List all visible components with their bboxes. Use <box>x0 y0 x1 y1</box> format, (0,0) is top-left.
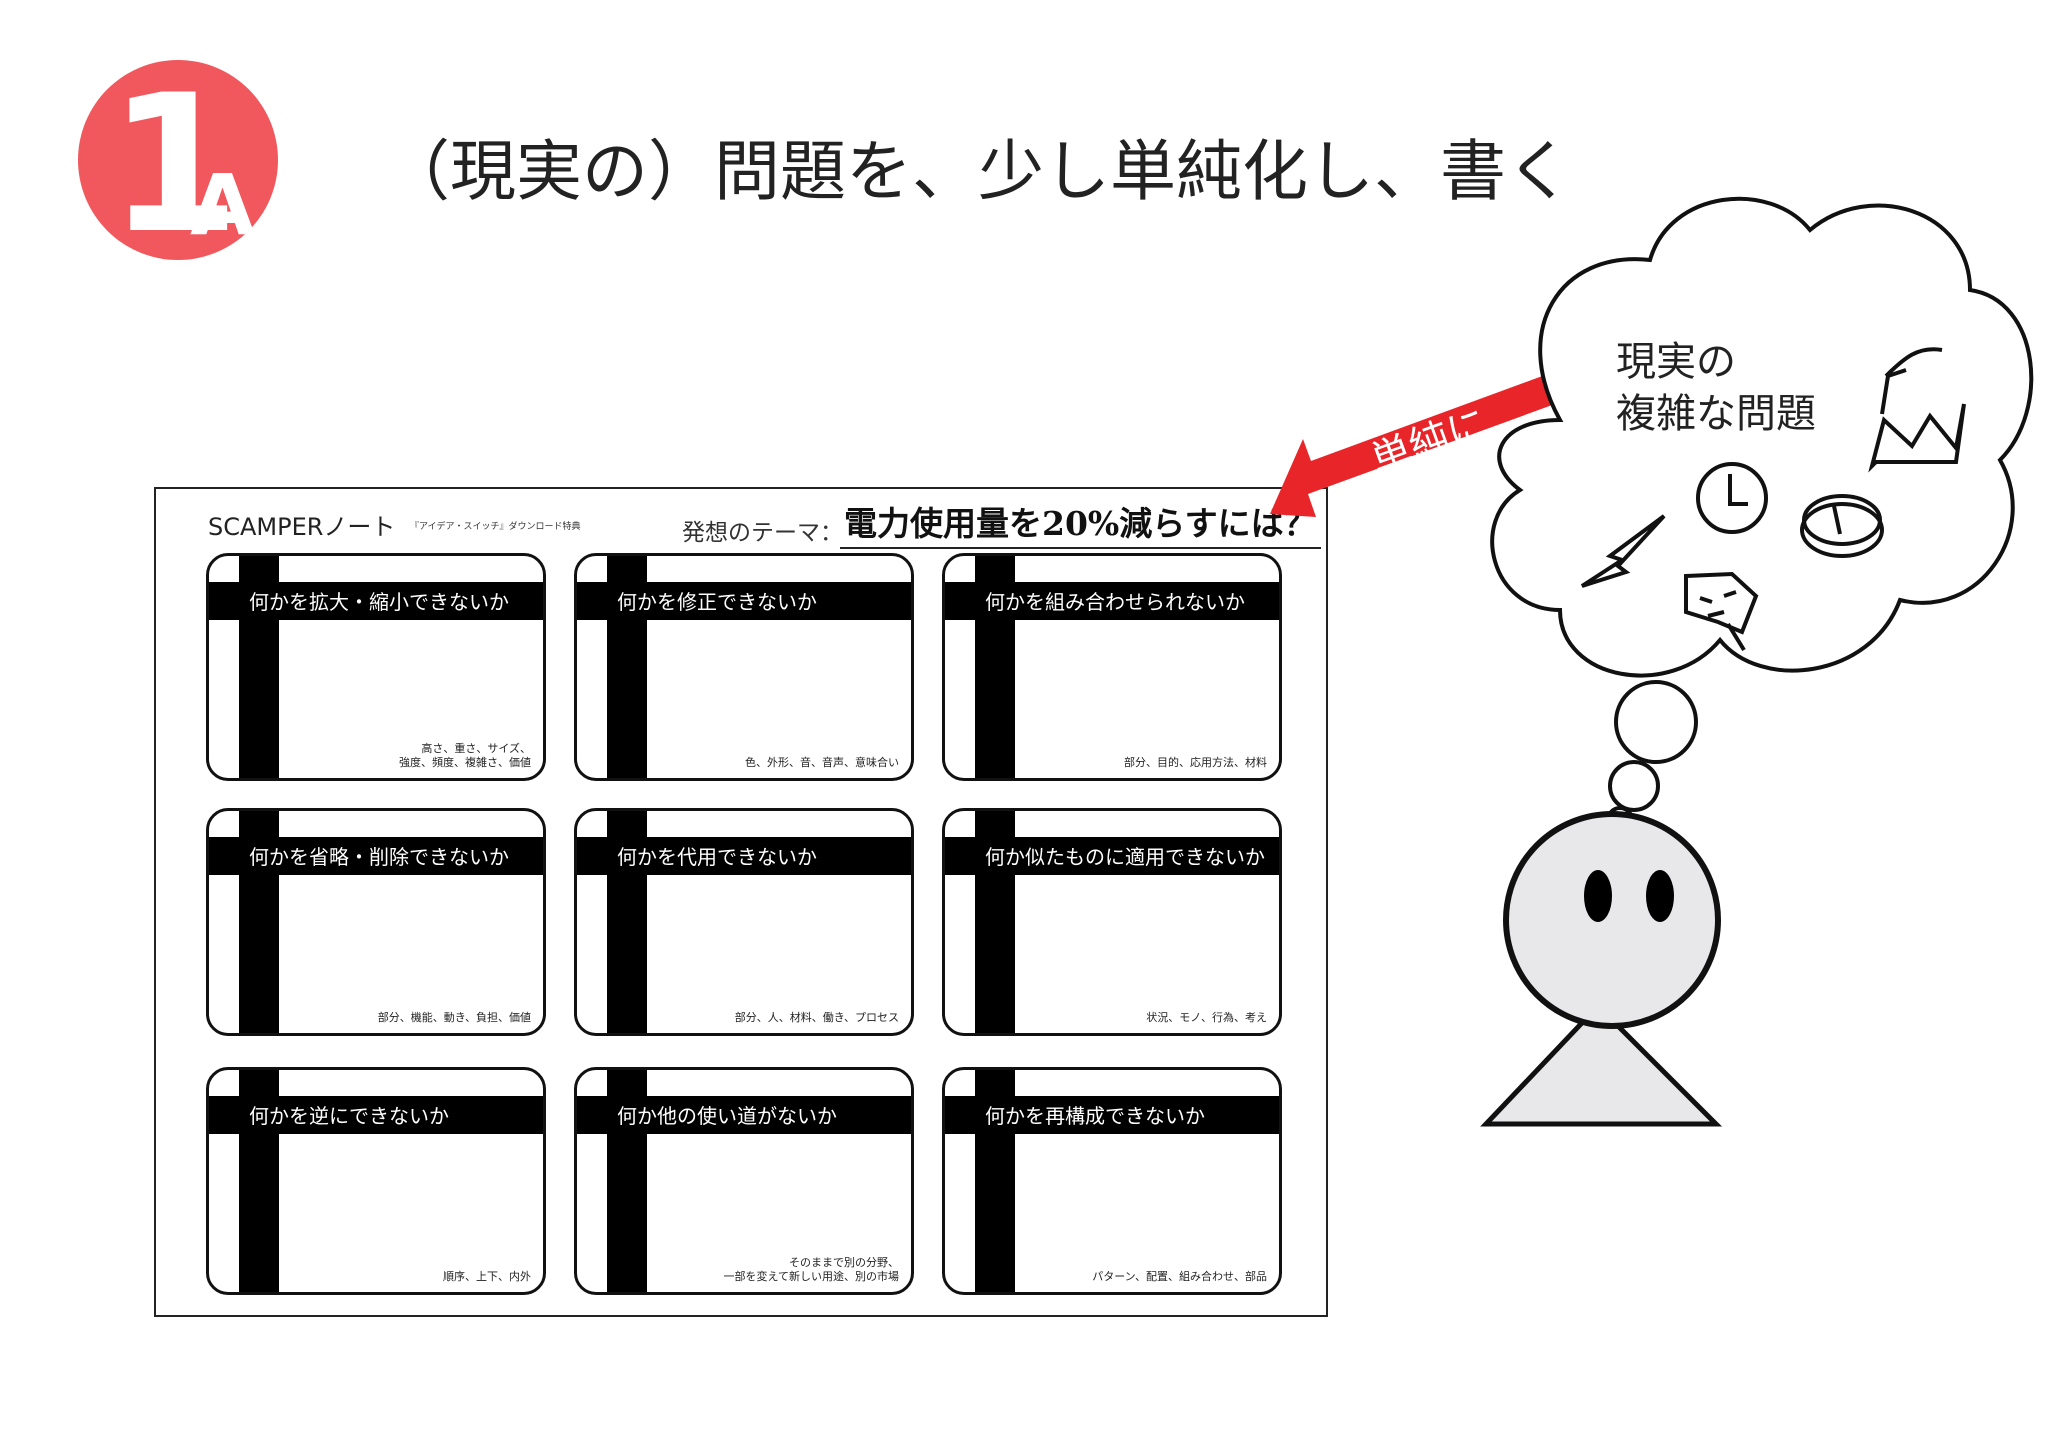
scamper-sheet: SCAMPERノート 『アイデア・スイッチ』ダウンロード特典 発想のテーマ： 電… <box>154 487 1328 1317</box>
card-substitute: 何かを代用できないか 部分、人、材料、働き、プロセス <box>574 808 914 1036</box>
cloud-line-1: 現実の <box>1616 339 1736 385</box>
card-hint: 部分、目的、応用方法、材料 <box>1124 756 1267 769</box>
theme-label: 発想のテーマ： <box>682 520 843 546</box>
person-figure <box>1480 811 1723 1127</box>
angry-face-icon <box>1684 571 1759 652</box>
card-heading: 何か他の使い道がないか <box>617 1104 837 1128</box>
card-heading: 何かを再構成できないか <box>985 1104 1205 1128</box>
card-modify: 何かを修正できないか 色、外形、音、音声、意味合い <box>574 553 914 781</box>
card-heading: 何かを省略・削除できないか <box>249 845 509 869</box>
card-heading: 何かを組み合わせられないか <box>985 590 1245 614</box>
step-badge: 1 A <box>78 54 278 275</box>
card-combine: 何かを組み合わせられないか 部分、目的、応用方法、材料 <box>942 553 1282 781</box>
card-hint: パターン、配置、組み合わせ、部品 <box>1092 1270 1267 1283</box>
sheet-title: SCAMPERノート <box>208 513 396 541</box>
factory-icon <box>1868 347 1966 473</box>
card-heading: 何かを代用できないか <box>617 845 817 869</box>
card-reverse: 何かを逆にできないか 順序、上下、内外 <box>206 1067 546 1295</box>
card-heading: 何か似たものに適用できないか <box>985 845 1265 869</box>
step-number: 1 <box>108 54 240 275</box>
card-magnify-minify: 何かを拡大・縮小できないか 高さ、重さ、サイズ、 強度、頻度、複雑さ、価値 <box>206 553 546 781</box>
card-hint: 順序、上下、内外 <box>443 1270 531 1283</box>
slide-title: （現実の）問題を、少し単純化し、書く <box>384 133 1572 210</box>
sheet-subtitle: 『アイデア・スイッチ』ダウンロード特典 <box>410 522 581 532</box>
card-hint: 状況、モノ、行為、考え <box>1146 1011 1267 1024</box>
cloud-line-2: 複雑な問題 <box>1616 391 1816 437</box>
cloud-text: 現実の 複雑な問題 <box>1616 336 1816 440</box>
simplify-arrow <box>1270 371 1566 517</box>
card-hint: 部分、人、材料、働き、プロセス <box>734 1011 899 1024</box>
card-hint: そのままで別の分野、 一部を変えて新しい用途、別の市場 <box>723 1256 899 1283</box>
card-rearrange: 何かを再構成できないか パターン、配置、組み合わせ、部品 <box>942 1067 1282 1295</box>
step-letter: A <box>190 156 256 254</box>
card-hint: 高さ、重さ、サイズ、 強度、頻度、複雑さ、価値 <box>399 742 531 769</box>
card-heading: 何かを逆にできないか <box>249 1104 449 1128</box>
card-heading: 何かを拡大・縮小できないか <box>249 590 509 614</box>
coin-icon <box>1800 494 1884 558</box>
card-eliminate: 何かを省略・削除できないか 部分、機能、動き、負担、価値 <box>206 808 546 1036</box>
card-adapt: 何か似たものに適用できないか 状況、モノ、行為、考え <box>942 808 1282 1036</box>
card-heading: 何かを修正できないか <box>617 590 817 614</box>
card-hint: 色、外形、音、音声、意味合い <box>745 756 899 769</box>
clock-icon <box>1696 462 1768 534</box>
card-hint: 部分、機能、動き、負担、価値 <box>377 1011 531 1024</box>
card-put-to-other-use: 何か他の使い道がないか そのままで別の分野、 一部を変えて新しい用途、別の市場 <box>574 1067 914 1295</box>
lightning-icon <box>1580 514 1666 588</box>
theme-value: 電力使用量を20%減らすには？ <box>840 497 1321 549</box>
